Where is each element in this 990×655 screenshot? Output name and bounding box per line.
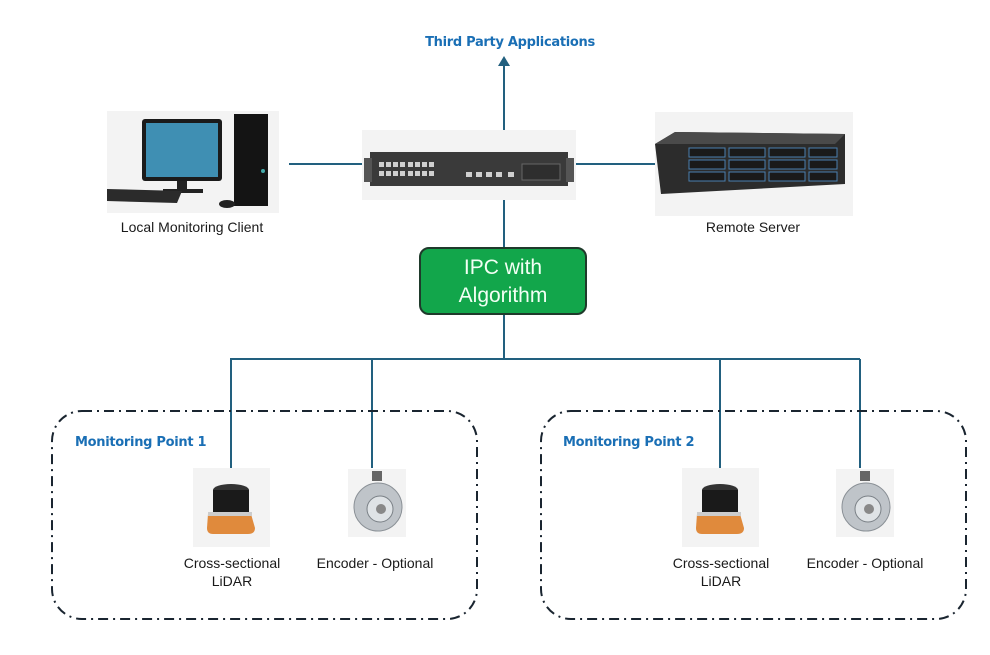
lidar-sensor-icon — [207, 484, 255, 534]
rack-server-icon — [655, 132, 845, 194]
arrow-head-icon — [498, 56, 510, 66]
lidar-2-label-line2: LiDAR — [700, 573, 742, 589]
monitoring-point-2-boundary — [540, 410, 967, 620]
lidar-sensor-icon — [696, 484, 744, 534]
local-monitoring-client-label: Local Monitoring Client — [120, 219, 264, 235]
lidar-2-label: Cross-sectional LiDAR — [651, 554, 791, 590]
encoder-2-label: Encoder - Optional — [806, 555, 924, 571]
ipc-with-algorithm-node[interactable]: IPC with Algorithm — [419, 247, 587, 315]
desktop-computer-icon — [105, 114, 268, 208]
encoder-1-node[interactable] — [348, 469, 406, 537]
network-switch-icon — [364, 152, 574, 186]
monitoring-point-2-title: Monitoring Point 2 — [563, 435, 695, 450]
lidar-2-node[interactable] — [682, 468, 759, 547]
rotary-encoder-icon — [353, 471, 403, 532]
lidar-1-node[interactable] — [193, 468, 270, 547]
third-party-applications-label: Third Party Applications — [425, 35, 595, 50]
monitoring-point-1-title: Monitoring Point 1 — [75, 435, 207, 450]
lidar-1-label-line2: LiDAR — [211, 573, 253, 589]
ipc-label-line2: Algorithm — [458, 284, 548, 307]
lidar-2-label-line1: Cross-sectional — [672, 555, 770, 571]
ipc-label-line1: IPC with — [463, 256, 543, 279]
monitoring-point-1-boundary — [51, 410, 478, 620]
encoder-2-node[interactable] — [836, 469, 894, 537]
rotary-encoder-icon — [841, 471, 891, 532]
local-monitoring-client-node[interactable] — [105, 111, 279, 213]
remote-server-node[interactable] — [655, 112, 853, 216]
network-switch-node[interactable] — [362, 130, 576, 200]
remote-server-label: Remote Server — [705, 219, 801, 235]
lidar-1-label-line1: Cross-sectional — [183, 555, 281, 571]
lidar-1-label: Cross-sectional LiDAR — [162, 554, 302, 590]
encoder-1-label: Encoder - Optional — [316, 555, 434, 571]
